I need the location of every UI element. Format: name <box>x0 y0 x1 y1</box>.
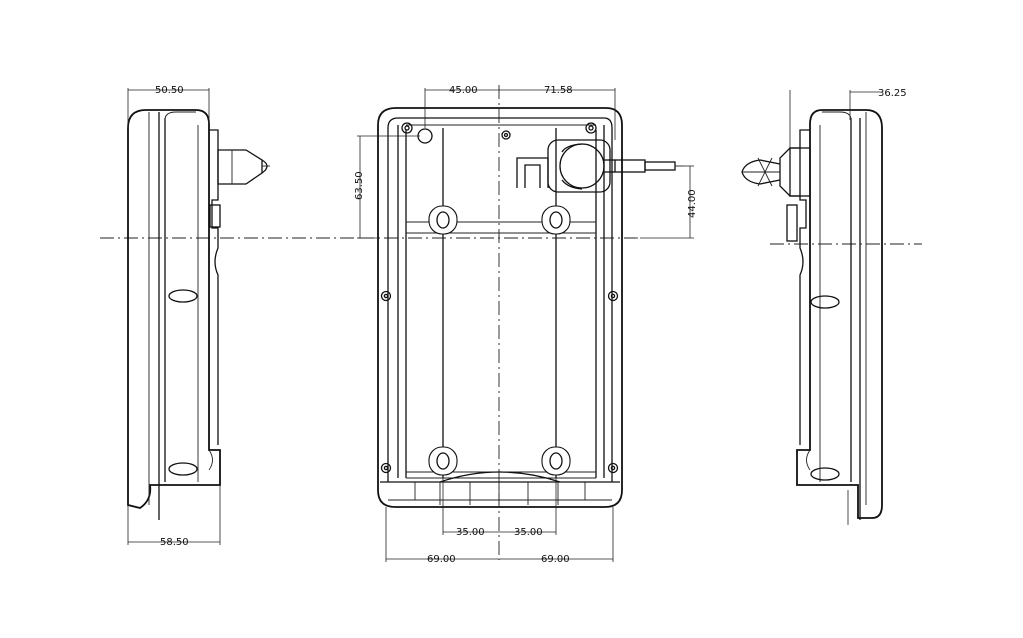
dim-front-left-height: 63.50 <box>354 171 365 200</box>
dim-front-bottom-outer-left: 69.00 <box>427 554 456 565</box>
dim-right-top-offset: 36.25 <box>878 88 907 99</box>
dim-front-bottom-inner-right: 35.00 <box>514 527 543 538</box>
dim-front-right-height: 44.00 <box>687 189 698 218</box>
dim-front-bottom-outer-right: 69.00 <box>541 554 570 565</box>
right-side-view <box>741 90 883 525</box>
front-view <box>357 85 694 562</box>
left-side-view <box>127 88 270 545</box>
dim-left-top-width: 50.50 <box>155 85 184 96</box>
dim-left-bottom-width: 58.50 <box>160 537 189 548</box>
dim-front-bottom-inner-left: 35.00 <box>456 527 485 538</box>
dim-front-top-right: 71.58 <box>544 85 573 96</box>
dim-front-top-left: 45.00 <box>449 85 478 96</box>
